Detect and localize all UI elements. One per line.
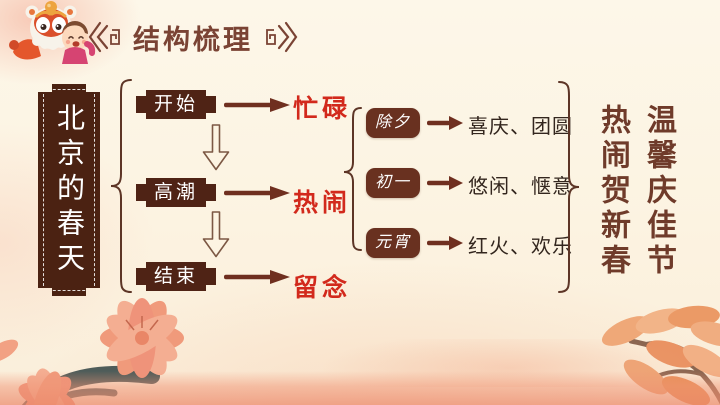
slide-header: 结构梳理	[86, 16, 300, 58]
day-description: 悠闲、惬意	[468, 176, 573, 198]
arrow-right-icon	[224, 270, 290, 284]
stage-box-climax: 高潮	[136, 178, 216, 207]
stage-box-end: 结束	[136, 262, 216, 291]
stage-keyword: 忙碌	[293, 95, 352, 123]
slogan-column-left: 热闹贺新春	[596, 104, 629, 279]
arrow-down-icon	[202, 211, 230, 258]
day-description: 红火、欢乐	[468, 236, 573, 258]
arrow-right-icon	[427, 176, 463, 190]
stage-keyword: 热闹	[293, 189, 352, 217]
day-box-yuanxiao: 元宵	[366, 228, 420, 258]
day-description: 喜庆、团圆	[468, 116, 573, 138]
days-brace-icon	[343, 107, 362, 251]
day-box-chuxi: 除夕	[366, 108, 420, 138]
arrow-down-icon	[202, 124, 230, 171]
stage-keyword: 留念	[293, 274, 352, 302]
page-title: 结构梳理	[133, 24, 253, 55]
day-box-chuyi: 初一	[366, 168, 420, 198]
arrow-right-icon	[224, 98, 290, 112]
stage-box-start: 开始	[136, 90, 216, 119]
ornament-left-icon	[88, 21, 120, 53]
watercolor-ground-strip	[0, 371, 720, 405]
topic-title-text: 北京的春天	[54, 102, 85, 278]
arrow-right-icon	[427, 236, 463, 250]
ornament-right-icon	[266, 21, 298, 53]
lion-dance-mascot-illustration	[9, 1, 96, 64]
arrow-right-icon	[224, 186, 290, 200]
arrow-right-icon	[427, 116, 463, 130]
topic-title-plaque: 北京的春天	[38, 84, 100, 296]
summary-brace-icon	[558, 81, 580, 293]
stages-brace-icon	[110, 79, 132, 293]
slogan-column-right: 温馨庆佳节	[642, 104, 675, 279]
